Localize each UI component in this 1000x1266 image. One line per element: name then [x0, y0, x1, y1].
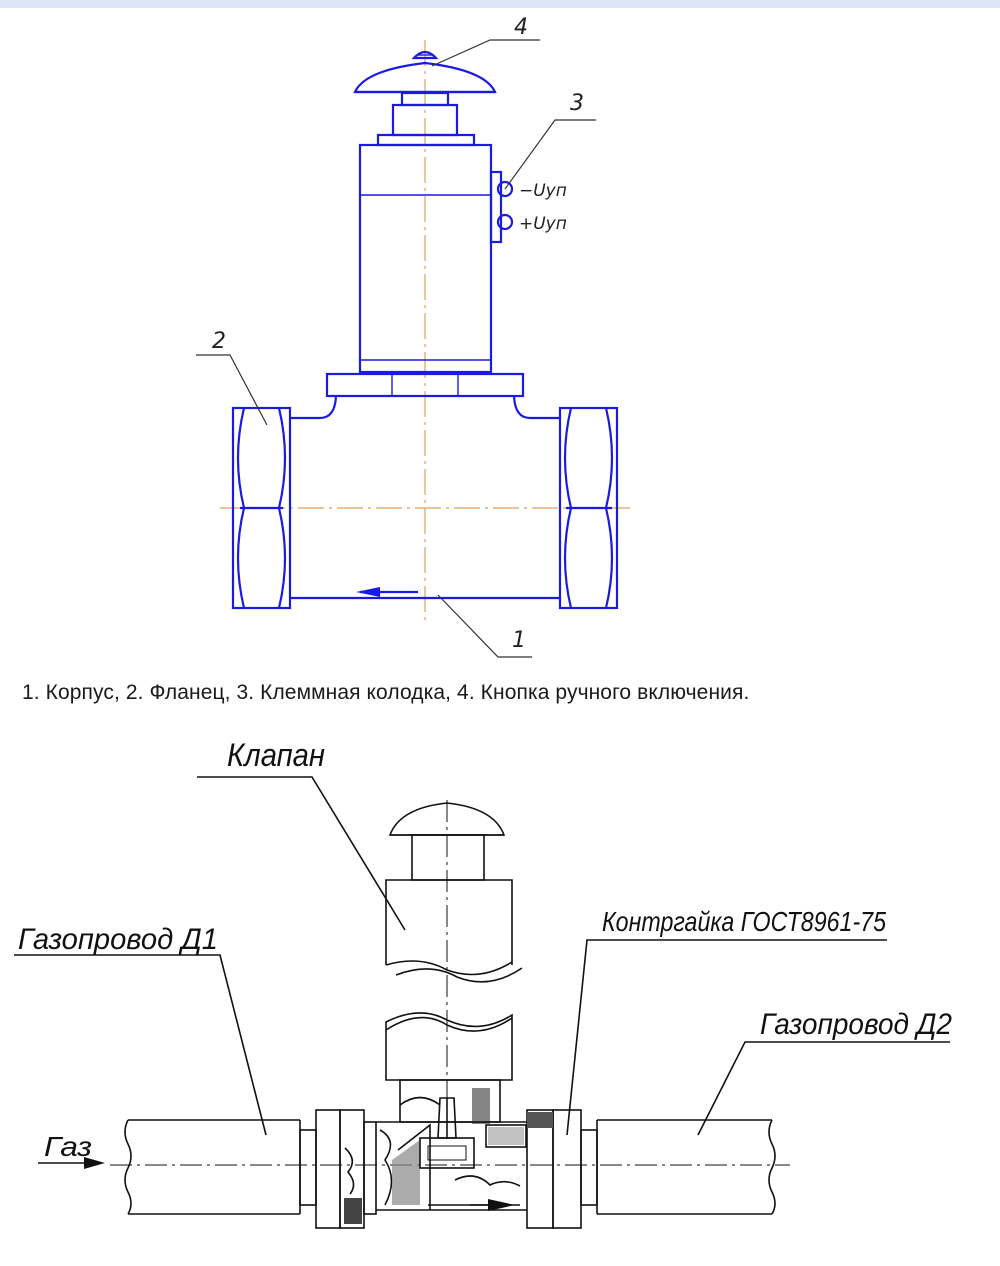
pipe2-label: Газопровод Д2 [760, 1008, 952, 1041]
terminal-minus-label: −Uуп [519, 181, 567, 201]
gas-label: Газ [44, 1131, 92, 1162]
right-nut [558, 406, 619, 610]
left-union-nut [299, 1109, 377, 1229]
top-strip [0, 0, 1000, 8]
valve-installation-drawing: Клапан Газопровод Д1 Контргайка ГОСТ8961… [14, 737, 952, 1229]
left-nut [231, 406, 292, 610]
valve-body-section [376, 1088, 527, 1211]
flange-plate [325, 372, 525, 398]
callout-1: 1 [512, 628, 526, 653]
callout-3: 3 [570, 91, 584, 116]
terminal-block [489, 170, 514, 244]
manual-button [353, 50, 497, 137]
valve-upper-body [385, 802, 523, 1123]
flow-arrow [356, 587, 418, 597]
terminal-plus-label: +Uуп [519, 214, 567, 234]
leader-lines [196, 39, 596, 658]
pipe1-label: Газопровод Д1 [18, 923, 218, 956]
right-pipe [596, 1119, 776, 1215]
valve-drawing-front: 4 3 2 1 −Uуп +Uуп [196, 15, 630, 658]
locknut-label: Контргайка ГОСТ8961-75 [602, 906, 886, 937]
right-union-nut [526, 1109, 598, 1229]
valve-label: Клапан [227, 737, 325, 773]
left-pipe [124, 1119, 301, 1215]
callout-4: 4 [514, 15, 528, 40]
callout-leaders [14, 776, 950, 1169]
callout-2: 2 [212, 329, 226, 354]
figure-caption: 1. Корпус, 2. Фланец, 3. Клеммная колодк… [22, 681, 750, 704]
coil-body [358, 133, 493, 374]
